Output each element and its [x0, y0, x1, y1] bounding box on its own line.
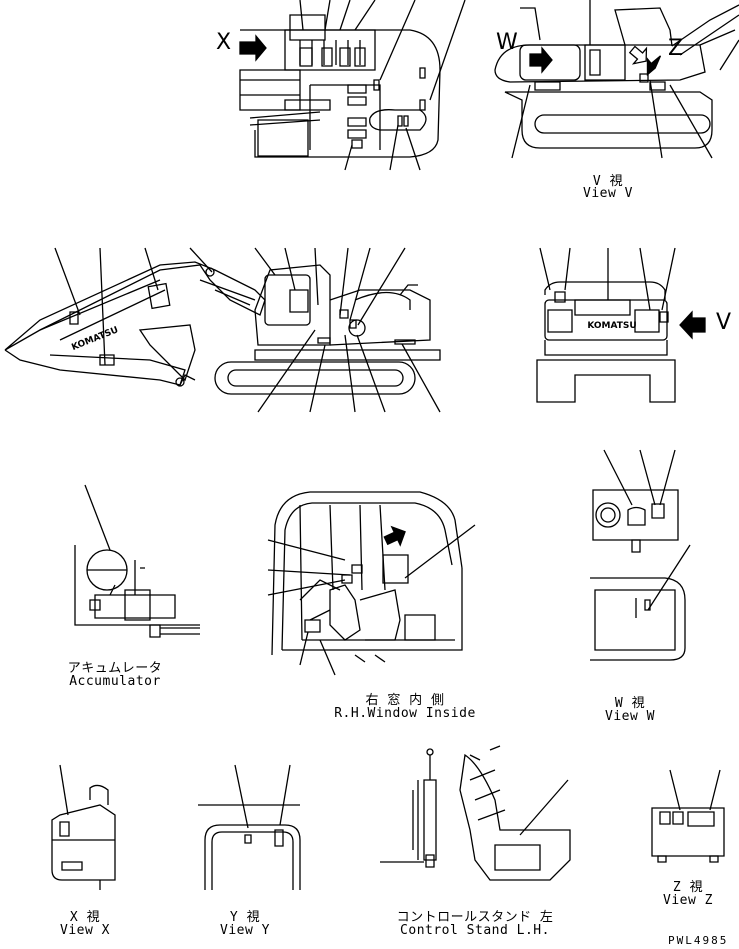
drawing-code: PWL4985 [668, 934, 729, 947]
boom-brand-text: KOMATSU [70, 325, 120, 353]
view-w-arrow-label: W [496, 30, 519, 55]
view-z-detail [652, 770, 724, 862]
top-view-machine [240, 0, 465, 170]
view-v-caption-en: View V [583, 186, 633, 201]
window-caption-jp: 右 窓 内 側 [365, 693, 445, 708]
view-w-caption-jp: W 視 [614, 696, 646, 711]
view-w-arrow [530, 48, 552, 72]
view-y-detail [198, 765, 300, 890]
cab-interior-view [268, 492, 475, 675]
cab-view-arrow [382, 523, 409, 550]
control-stand-caption-jp: コントロールスタンド 左 [396, 910, 554, 925]
excavator-side-view [5, 248, 440, 412]
view-x-arrow-label: X [216, 30, 232, 55]
accumulator-caption-en: Accumulator [69, 674, 161, 689]
view-z-caption-jp: Z 視 [672, 880, 704, 895]
view-y-caption-jp: Y 視 [229, 910, 261, 925]
view-z-arrow-label: Z [668, 36, 684, 61]
view-x-detail [52, 765, 115, 890]
rear-view-machine [537, 248, 675, 402]
view-x-arrow [240, 36, 266, 60]
accumulator-caption-jp: アキュムレータ [67, 661, 163, 676]
control-stand-caption-en: Control Stand L.H. [400, 923, 550, 938]
view-v-arrow-label: V [716, 310, 732, 335]
accumulator-drawing [75, 485, 200, 637]
view-y-caption-en: View Y [220, 923, 270, 938]
view-x-caption-jp: X 視 [69, 910, 101, 925]
rear-brand-text: KOMATSU [587, 321, 636, 331]
view-v-arrow [680, 312, 705, 338]
view-z-arrow [640, 51, 665, 74]
control-stand-detail [380, 746, 570, 880]
side-view-v-machine [495, 0, 739, 158]
view-v-caption-jp: V 視 [592, 174, 624, 189]
view-x-caption-en: View X [60, 923, 110, 938]
view-w-caption-en: View W [605, 709, 655, 724]
view-w-detail [590, 450, 690, 660]
window-caption-en: R.H.Window Inside [334, 706, 476, 721]
view-z-caption-en: View Z [663, 893, 713, 908]
